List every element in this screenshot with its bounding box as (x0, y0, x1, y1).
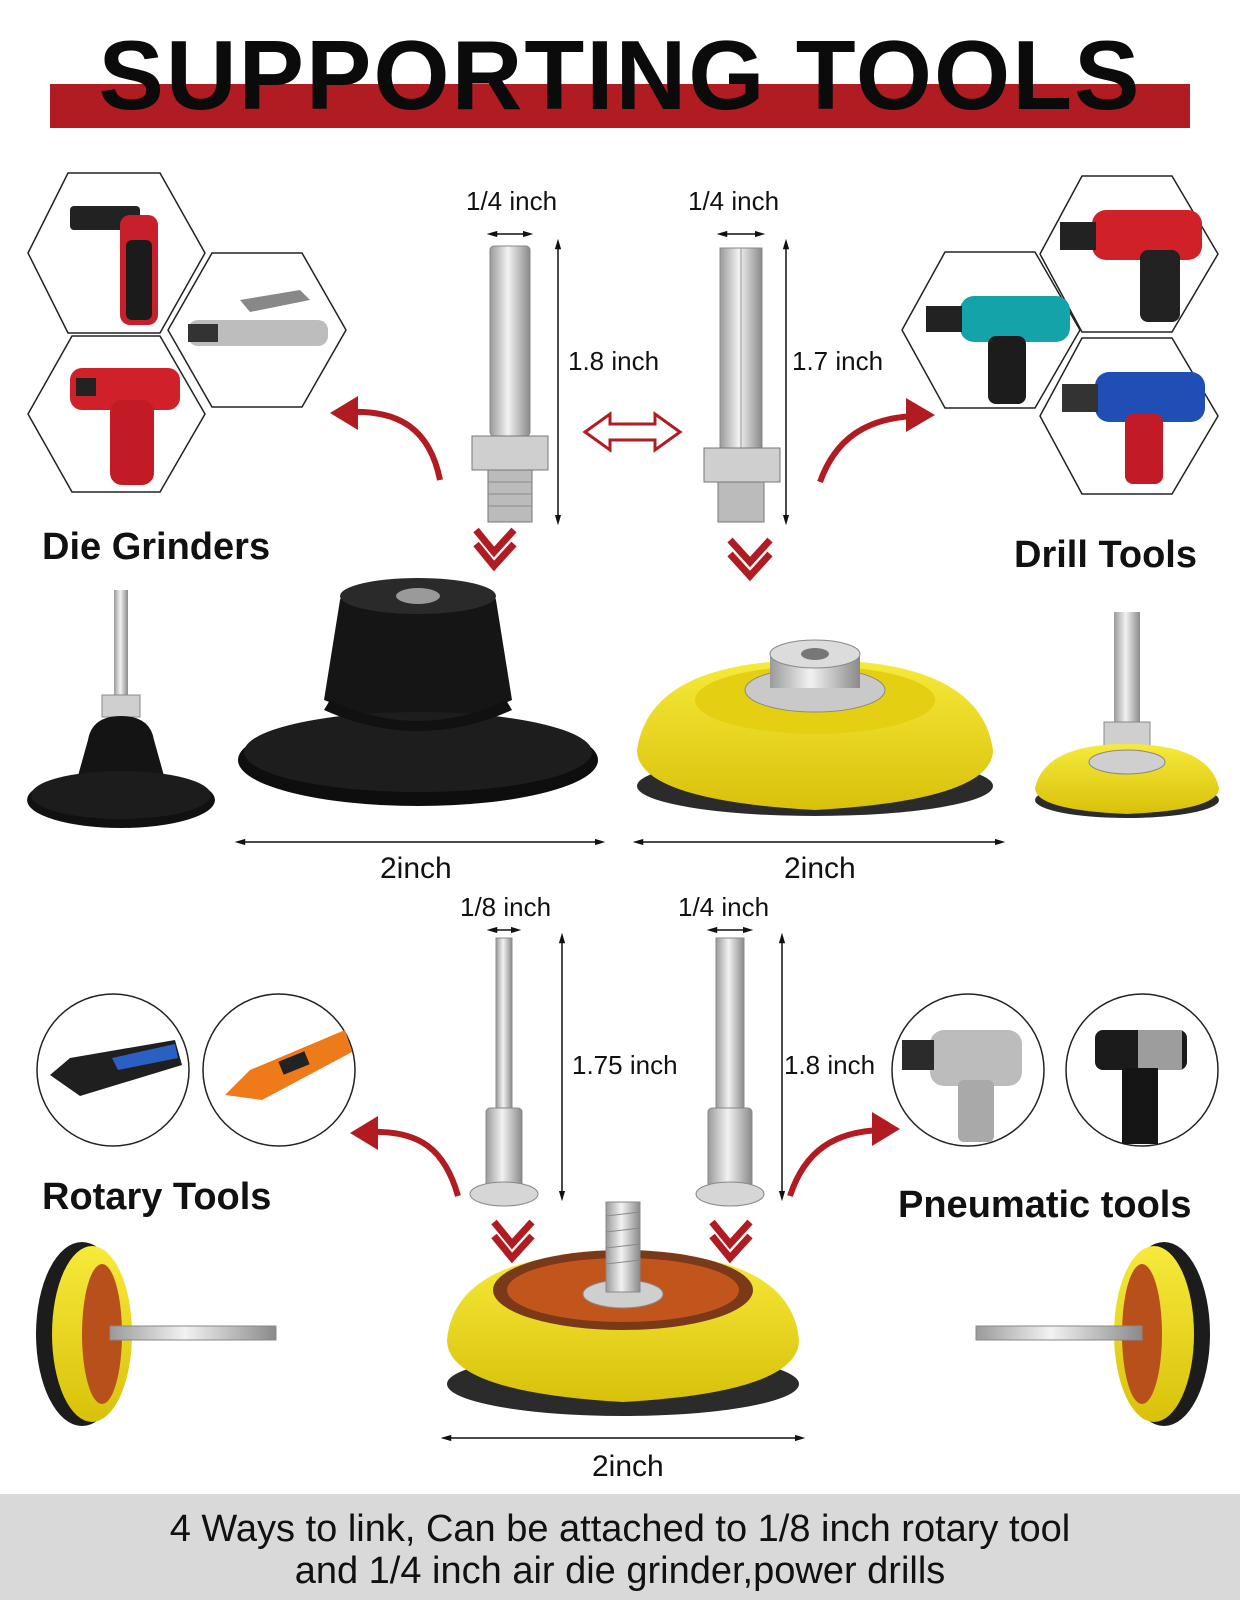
title-underline-bar (50, 84, 1190, 128)
pneumatic-tool-circles (891, 993, 1219, 1147)
shank3-length-label: 1.75 inch (572, 1050, 678, 1080)
category-pneumatic-tools: Pneumatic tools (898, 1184, 1192, 1226)
pad3-diameter-label: 2inch (592, 1450, 664, 1483)
shank1-length-label: 1.8 inch (568, 346, 660, 376)
side-pad-left (36, 1242, 277, 1426)
shank-4 (695, 926, 786, 1207)
shank2-width-label: 1/4 inch (688, 186, 780, 216)
footer-line-2: and 1/4 inch air die grinder,power drill… (294, 1550, 946, 1592)
chevron-down-icon (473, 527, 773, 1264)
footer-line-1: 4 Ways to link, Can be attached to 1/8 i… (169, 1508, 1071, 1550)
category-drill-tools: Drill Tools (1014, 534, 1197, 576)
large-yellow-pad (632, 639, 1006, 846)
side-pad-right (975, 1242, 1210, 1426)
shank4-length-label: 1.8 inch (784, 1050, 876, 1080)
arrow-to-drill-tools (817, 413, 916, 484)
bottom-yellow-pad (440, 1201, 806, 1442)
shank-2 (703, 230, 790, 526)
small-black-pad (27, 590, 215, 828)
category-rotary-tools: Rotary Tools (42, 1176, 272, 1218)
page-title: SUPPORTING TOOLS (98, 20, 1142, 130)
category-die-grinders: Die Grinders (42, 526, 271, 568)
rotary-tool-circles (36, 993, 356, 1147)
shank-1 (471, 230, 562, 526)
pad2-diameter-label: 2inch (784, 852, 856, 885)
arrow-to-pneumatic-tools (787, 1127, 881, 1197)
shank1-width-label: 1/4 inch (466, 186, 558, 216)
shank4-width-label: 1/4 inch (678, 892, 770, 922)
small-yellow-pad (1035, 612, 1219, 818)
shank-3 (469, 926, 566, 1207)
arrow-to-die-grinders (349, 408, 443, 481)
footer-caption: 4 Ways to link, Can be attached to 1/8 i… (0, 1494, 1240, 1600)
pad1-diameter-label: 2inch (380, 852, 452, 885)
swap-arrows-icon (582, 411, 683, 453)
arrow-to-rotary-tools (369, 1128, 461, 1197)
large-black-pad (234, 578, 606, 846)
shank2-length-label: 1.7 inch (792, 346, 884, 376)
shank3-width-label: 1/8 inch (460, 892, 552, 922)
die-grinder-hexagons (27, 172, 347, 493)
drill-hexagons (901, 175, 1219, 495)
